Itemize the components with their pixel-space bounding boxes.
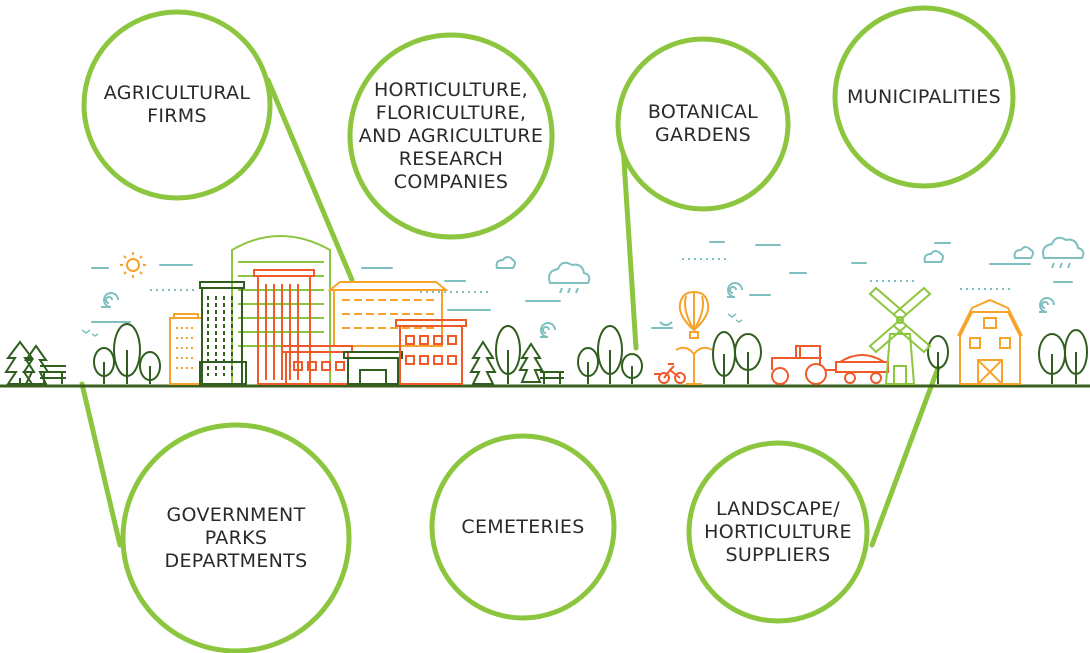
connector-botanical-gardens: [620, 142, 639, 351]
label-research-companies: HORTICULTURE, FLORICULTURE, AND AGRICULT…: [358, 78, 544, 193]
cloud-icon: [495, 256, 516, 269]
pine-tree-icon: [518, 342, 544, 383]
label-agricultural-firms: AGRICULTURAL FIRMS: [103, 82, 251, 127]
rain-cloud-icon: [1042, 236, 1085, 259]
building-icon: [343, 351, 403, 385]
bench-icons: [40, 365, 564, 384]
circle-research-companies: [347, 32, 555, 240]
bird-icon: [735, 319, 743, 323]
wind-icon: [727, 282, 743, 298]
rain-cloud-icon: [548, 261, 591, 284]
label-government-parks: GOVERNMENT PARKS DEPARTMENTS: [164, 503, 308, 572]
label-cemeteries: CEMETERIES: [461, 515, 585, 538]
pine-tree-icon: [4, 340, 36, 385]
city-buildings: [169, 235, 467, 385]
building-icon: [281, 345, 353, 385]
wind-streaks: [91, 241, 1073, 329]
connector-landscape-suppliers: [869, 365, 941, 548]
pine-tree-icon: [22, 344, 50, 385]
wind-icon: [101, 292, 119, 308]
wind-icon: [1039, 297, 1055, 313]
connector-agricultural-firms: [265, 77, 355, 283]
cloud-icons: [101, 236, 1085, 338]
tree-icons: [93, 323, 1088, 384]
circle-government-parks: [120, 422, 352, 653]
fountain-icon: [675, 346, 713, 385]
bird-icon: [91, 333, 99, 337]
node-circles: [81, 5, 1016, 653]
barn-icon: [957, 298, 1023, 385]
hot-air-balloon-icon: [678, 290, 710, 339]
label-botanical-gardens: BOTANICAL GARDENS: [647, 101, 759, 146]
circle-agricultural-firms: [81, 9, 273, 201]
building-icon: [199, 281, 247, 385]
trailer-icon: [826, 354, 889, 384]
label-landscape-suppliers: LANDSCAPE/ HORTICULTURE SUPPLIERS: [704, 497, 852, 566]
bench-icon: [540, 371, 564, 384]
bird-icons: [81, 313, 743, 337]
dotted-lines: [150, 258, 1010, 293]
circle-municipalities: [832, 5, 1016, 189]
circle-cemeteries: [429, 433, 617, 621]
tractor-icon: [771, 345, 827, 385]
connectors: [79, 77, 941, 548]
windmill-icon: [868, 286, 932, 385]
building-icon: [253, 269, 315, 385]
cloud-icon: [1013, 246, 1034, 259]
building-icon: [327, 281, 449, 347]
pine-tree-icons: [4, 340, 544, 385]
bench-icon: [40, 365, 66, 384]
bird-icon: [81, 329, 91, 334]
building-icon: [395, 319, 467, 385]
bicycle-icon: [654, 363, 686, 384]
building-icon: [169, 313, 203, 385]
wind-icon: [659, 321, 673, 326]
wind-icon: [540, 322, 556, 338]
circle-landscape-suppliers: [686, 440, 870, 624]
sun-icon: [120, 252, 146, 278]
circle-botanical-gardens: [615, 36, 791, 212]
bird-icon: [727, 313, 737, 318]
cloud-icon: [923, 250, 944, 263]
label-municipalities: MUNICIPALITIES: [847, 85, 1001, 108]
pine-tree-icon: [469, 340, 497, 385]
connector-government-parks: [79, 381, 123, 548]
